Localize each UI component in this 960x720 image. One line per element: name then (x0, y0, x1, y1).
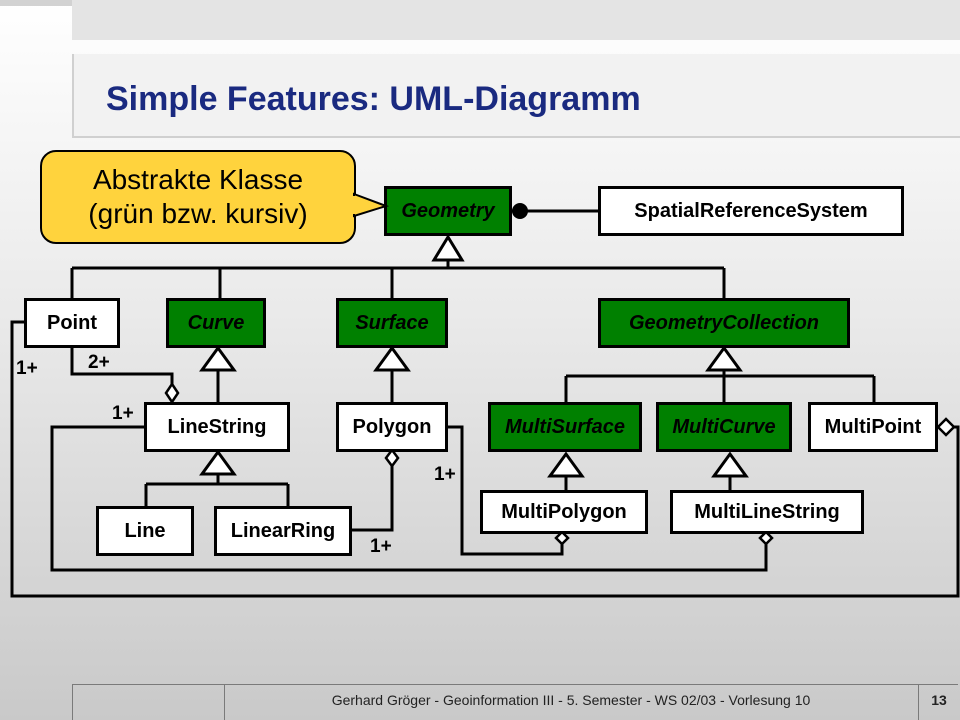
class-multipoint-label: MultiPoint (824, 415, 922, 438)
class-multilinestring-label: MultiLineString (694, 500, 840, 523)
mult-point-linestring: 2+ (88, 352, 110, 373)
triangle-curve (199, 345, 237, 372)
triangle-collection (705, 345, 743, 372)
callout-line-2: (grün bzw. kursiv) (88, 198, 308, 229)
class-multisurface-label: MultiSurface (504, 415, 626, 438)
class-multilinestring: MultiLineString (670, 490, 864, 534)
class-geometry: Geometry (384, 186, 512, 236)
decor-bar-top-right (72, 0, 960, 40)
agg-linestring-multilinestring (50, 425, 768, 572)
class-curve-label: Curve (187, 311, 245, 334)
footer-divider-right (918, 684, 919, 720)
agg-point-linestring (70, 346, 174, 384)
class-linearring-label: LinearRing (230, 519, 336, 542)
agg-point-multipoint (10, 320, 960, 598)
diamond-linestring (164, 381, 180, 405)
diamond-multipoint (936, 417, 956, 437)
class-spatial-reference-system: SpatialReferenceSystem (598, 186, 904, 236)
footer-divider-left (224, 684, 225, 720)
class-point-label: Point (47, 311, 97, 334)
agg-polygon-multipolygon (440, 425, 564, 556)
diamond-polygon (384, 447, 400, 469)
class-geometry-collection-label: GeometryCollection (628, 311, 820, 334)
diamond-multilinestring (758, 530, 774, 546)
mult-polygon-multisurface: 1+ (434, 464, 456, 485)
class-multipoint: MultiPoint (808, 402, 938, 452)
class-surface-label: Surface (355, 311, 429, 334)
mult-linearring-polygon: 1+ (370, 536, 392, 557)
callout-line-1: Abstrakte Klasse (92, 164, 304, 195)
class-point: Point (24, 298, 120, 348)
class-multicurve: MultiCurve (656, 402, 792, 452)
page-title: Simple Features: UML-Diagramm (106, 80, 641, 118)
class-polygon: Polygon (336, 402, 448, 452)
diamond-multipolygon (554, 530, 570, 546)
triangle-geometry (431, 234, 465, 262)
class-srs-label: SpatialReferenceSystem (634, 199, 868, 222)
class-linestring: LineString (144, 402, 290, 452)
class-multicurve-label: MultiCurve (672, 415, 776, 438)
association-dot (512, 203, 528, 219)
class-line-label: Line (124, 519, 166, 542)
triangle-multisurface (547, 451, 585, 478)
class-polygon-label: Polygon (352, 415, 432, 438)
abstract-class-callout: Abstrakte Klasse (grün bzw. kursiv) (40, 150, 356, 244)
title-area (72, 54, 960, 138)
class-curve: Curve (166, 298, 266, 348)
class-geometry-label: Geometry (401, 199, 495, 222)
footer-bar (72, 684, 958, 720)
triangle-surface (373, 345, 411, 372)
class-multipolygon-label: MultiPolygon (501, 500, 627, 523)
class-surface: Surface (336, 298, 448, 348)
page-number: 13 (931, 692, 947, 708)
class-multipolygon: MultiPolygon (480, 490, 648, 534)
agg-linearring-polygon (350, 466, 394, 532)
class-line: Line (96, 506, 194, 556)
class-linearring: LinearRing (214, 506, 352, 556)
class-multisurface: MultiSurface (488, 402, 642, 452)
class-linestring-label: LineString (167, 415, 267, 438)
triangle-multicurve (711, 451, 749, 478)
class-geometry-collection: GeometryCollection (598, 298, 850, 348)
footer-text: Gerhard Gröger - Geoinformation III - 5.… (331, 692, 811, 708)
mult-linestring-multicurve: 1+ (112, 403, 134, 424)
mult-point-multipoint: 1+ (16, 358, 38, 379)
triangle-linestring (199, 449, 237, 476)
